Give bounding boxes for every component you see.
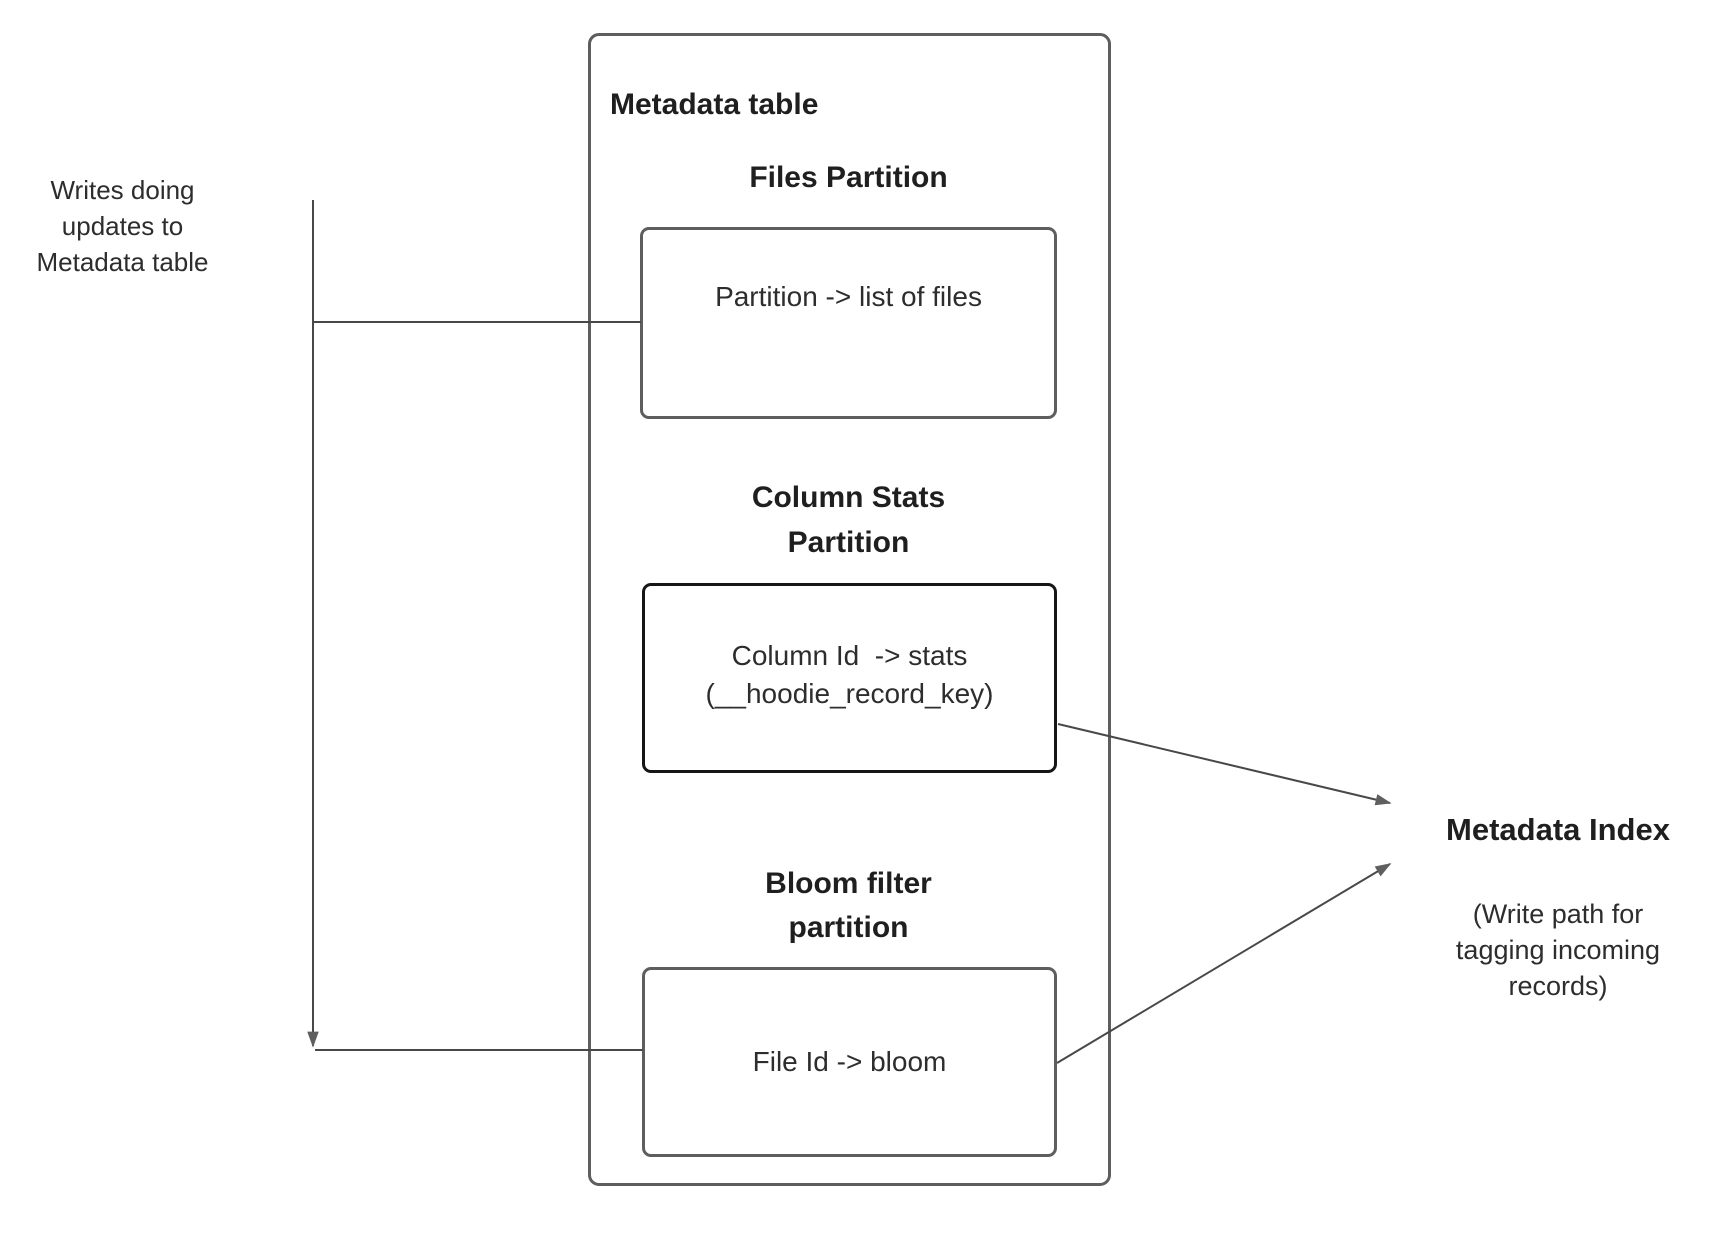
metadata-index-note-line: tagging incoming [1455,935,1661,965]
writes-note-line: Writes doing [50,175,195,205]
metadata-index-note-line: (Write path for [1472,899,1644,929]
files-partition-body: Partition -> list of files [640,280,1057,314]
column-stats-record-key: (__hoodie_record_key) [705,678,994,709]
files-partition-heading: Files Partition [640,161,1057,195]
metadata-index-title: Metadata Index [1446,812,1670,847]
column-stats-partition-box [642,583,1057,773]
files-partition-mapping: Partition -> list of files [715,281,982,312]
files-partition-box [640,227,1057,419]
metadata-index-note-line: records) [1508,971,1608,1001]
writes-note: Writes doing updates to Metadata table [10,172,235,280]
files-partition-heading-line: Files Partition [749,161,948,194]
bloom-filter-heading-line: Bloom filter [765,867,932,900]
bloom-filter-heading-line: partition [788,911,909,944]
bloom-filter-partition-box [642,967,1057,1157]
writes-note-line: updates to [61,211,184,241]
column-stats-mapping: Column Id -> stats [731,640,968,671]
column-stats-partition-body: Column Id -> stats (__hoodie_record_key) [642,637,1057,713]
metadata-index-note: (Write path for tagging incoming records… [1397,896,1718,1004]
column-stats-heading-line: Partition [787,526,910,559]
column-stats-partition-heading: Column Stats Partition [640,475,1057,565]
metadata-table-title: Metadata table [610,88,819,121]
bloom-filter-mapping: File Id -> bloom [752,1046,947,1077]
column-stats-heading-line: Column Stats [751,481,946,514]
bloom-filter-partition-body: File Id -> bloom [642,1045,1057,1079]
bloom-filter-partition-heading: Bloom filter partition [640,862,1057,950]
writes-note-line: Metadata table [36,247,209,277]
